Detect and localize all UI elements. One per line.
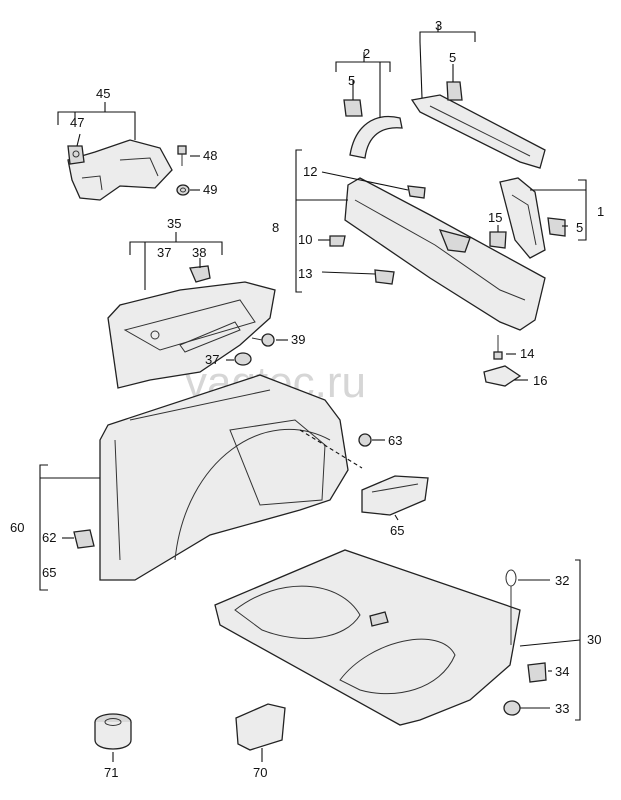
label-5a: 5 — [348, 73, 355, 88]
screw-48 — [177, 145, 187, 166]
clip-15 — [489, 231, 507, 249]
sill-trim-8 — [344, 177, 546, 331]
label-8: 8 — [272, 220, 279, 235]
label-5c: 5 — [576, 220, 583, 235]
cover-65 — [361, 475, 429, 516]
label-12: 12 — [303, 164, 317, 179]
label-14: 14 — [520, 346, 534, 361]
trim-strip-2 — [343, 99, 403, 159]
eyelet-32 — [505, 569, 517, 645]
clip-12 — [407, 185, 426, 199]
knob-33 — [503, 700, 521, 716]
side-trim-panel-60 — [99, 374, 349, 581]
label-47: 47 — [70, 115, 84, 130]
screw-14 — [493, 335, 503, 360]
fastener-63 — [358, 433, 372, 447]
label-49: 49 — [203, 182, 217, 197]
tape-roll-71 — [94, 713, 132, 750]
pad-70 — [235, 703, 286, 751]
label-3: 3 — [435, 18, 442, 33]
holder-34 — [527, 662, 547, 683]
label-37b: 37 — [205, 352, 219, 367]
label-15: 15 — [488, 210, 502, 225]
label-63: 63 — [388, 433, 402, 448]
label-33: 33 — [555, 701, 569, 716]
label-32: 32 — [555, 573, 569, 588]
bracket-assembly-45 — [67, 139, 173, 201]
upper-trim-35 — [107, 281, 276, 389]
label-45: 45 — [96, 86, 110, 101]
label-16: 16 — [533, 373, 547, 388]
clip-38 — [189, 265, 211, 283]
label-39: 39 — [291, 332, 305, 347]
cover-16 — [483, 365, 522, 387]
screw-39 — [251, 333, 275, 347]
label-70: 70 — [253, 765, 267, 780]
label-62: 62 — [42, 530, 56, 545]
clip-10 — [329, 235, 346, 247]
sill-panel-3 — [410, 81, 546, 169]
label-30: 30 — [587, 632, 601, 647]
label-60: 60 — [10, 520, 24, 535]
cap-37 — [234, 352, 252, 366]
label-65a: 65 — [390, 523, 404, 538]
pillar-trim-1 — [499, 177, 566, 259]
clip-13 — [374, 269, 395, 285]
label-65b: 65 — [42, 565, 56, 580]
label-71: 71 — [104, 765, 118, 780]
label-35: 35 — [167, 216, 181, 231]
label-38: 38 — [192, 245, 206, 260]
nut-49 — [176, 184, 190, 196]
label-37a: 37 — [157, 245, 171, 260]
label-2: 2 — [363, 46, 370, 61]
label-1: 1 — [597, 204, 604, 219]
label-10: 10 — [298, 232, 312, 247]
clip-62 — [73, 529, 95, 549]
parcel-shelf-30 — [214, 549, 521, 726]
label-13: 13 — [298, 266, 312, 281]
label-34: 34 — [555, 664, 569, 679]
label-5b: 5 — [449, 50, 456, 65]
label-48: 48 — [203, 148, 217, 163]
